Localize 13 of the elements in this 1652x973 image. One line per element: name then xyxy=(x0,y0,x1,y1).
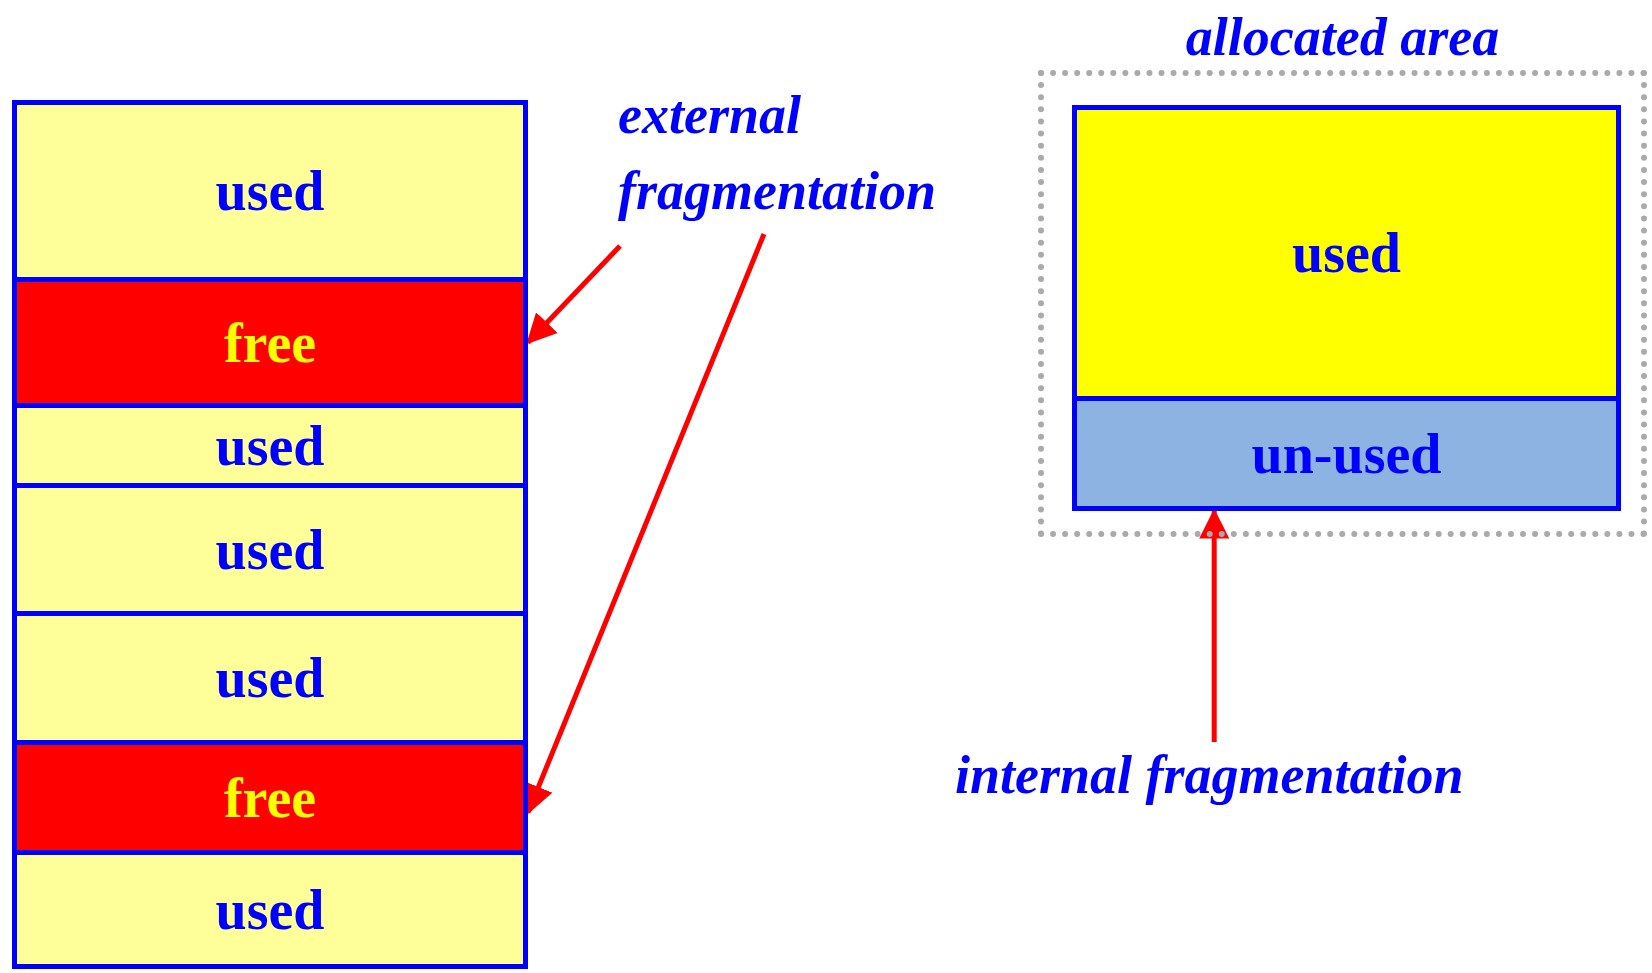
block-label: un-used xyxy=(1251,425,1442,482)
block-label: used xyxy=(215,521,325,578)
block-label: free xyxy=(223,769,317,826)
block-label: used xyxy=(215,881,325,938)
block-label: free xyxy=(223,314,317,371)
block-label: used xyxy=(215,417,325,474)
block-label: used xyxy=(215,163,325,219)
arrow xyxy=(526,244,622,345)
annotation-text: internal fragmentation xyxy=(955,738,1595,814)
block-label: used xyxy=(215,650,325,706)
area-title: allocated area xyxy=(1184,6,1501,69)
annotation-text: external fragmentation xyxy=(618,78,1018,238)
block-label: used xyxy=(1292,225,1401,281)
